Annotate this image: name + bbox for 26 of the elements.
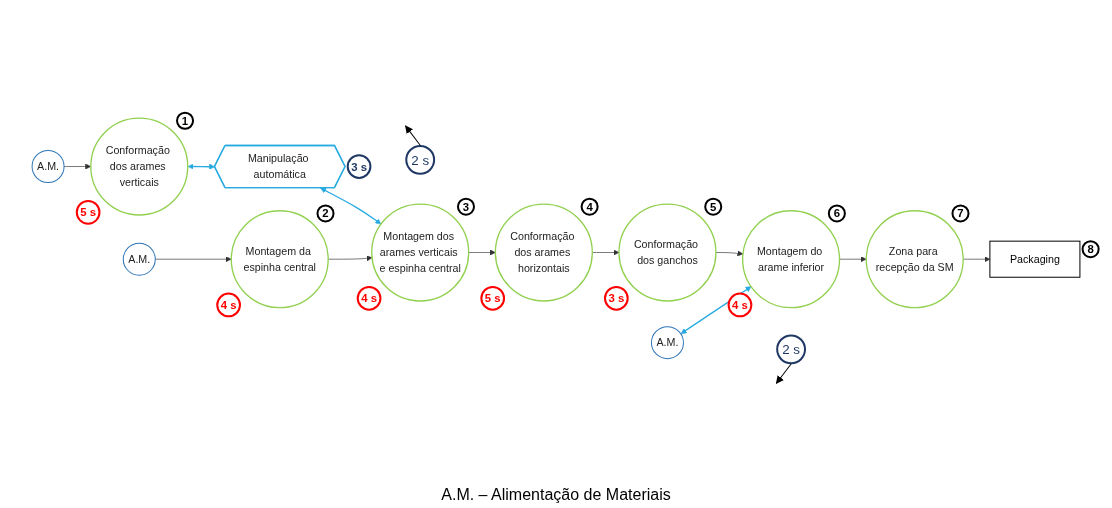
node-circle: A.M.: [31, 150, 65, 184]
step-number-badge: 4: [580, 198, 599, 217]
step-number-badge: 8: [1081, 240, 1100, 259]
step-number-badge: 7: [951, 204, 970, 223]
node-circle: 2 s: [776, 334, 806, 365]
leader-arrow: [405, 125, 421, 147]
node-box: Packaging: [989, 241, 1081, 279]
time-badge: 4 s: [216, 292, 241, 318]
step-number-badge: 3: [456, 198, 475, 217]
time-badge: 5 s: [75, 200, 101, 225]
time-badge: 3 s: [604, 286, 629, 311]
step-number-badge: 2: [316, 204, 335, 223]
node-circle: A.M.: [122, 243, 156, 276]
arrow: [187, 163, 216, 170]
leader-arrow: [775, 363, 792, 385]
step-number-badge: 6: [827, 204, 846, 223]
arrow: [320, 188, 382, 225]
time-badge: 4 s: [727, 292, 753, 318]
note-text: A.M. – Alimentação de Materiais: [441, 486, 671, 504]
time-badge: 5 s: [480, 286, 506, 311]
node-circle: 2 s: [405, 145, 436, 176]
node-circle: A.M.: [650, 326, 684, 360]
time-badge: 4 s: [356, 286, 382, 311]
step-number-badge: 5: [704, 198, 723, 217]
time-badge: 3 s: [346, 154, 372, 180]
step-number-badge: 1: [176, 112, 195, 131]
